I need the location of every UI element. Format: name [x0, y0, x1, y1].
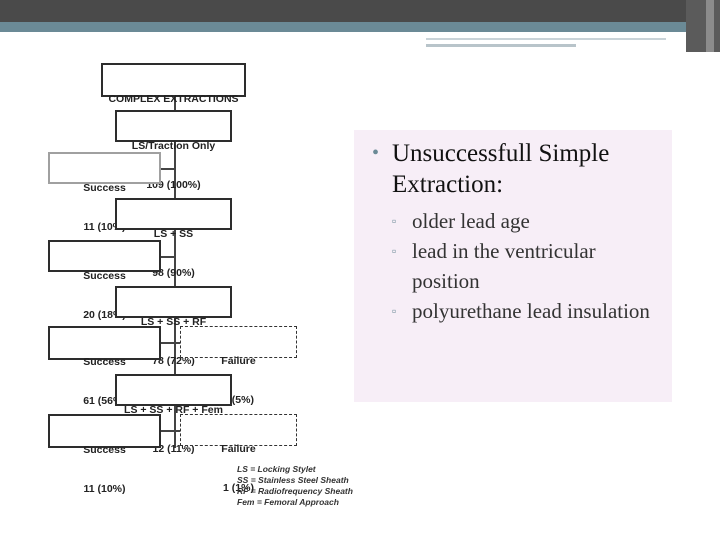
square-bullet-icon: ▫ — [392, 304, 397, 318]
node-count: 1 (1%) — [223, 482, 254, 494]
node-title: Failure — [221, 443, 256, 455]
square-bullet-icon: ▫ — [392, 214, 397, 228]
node-title: Success — [83, 356, 126, 368]
legend-item: RF = Radiofrequency Sheath — [237, 486, 353, 496]
corner-block — [686, 0, 720, 52]
node-title: Success — [83, 444, 126, 456]
node-count: 12 (11%) — [152, 443, 195, 455]
node-ls-ss-rf-fem: LS + SS + RF + Fem 12 (11%) — [115, 374, 232, 455]
sub-bullet-text: lead in the ventricular position — [412, 239, 596, 293]
node-success-2: Success 20 (18%) — [48, 240, 161, 321]
connector — [160, 168, 176, 170]
node-title: LS + SS + RF + Fem — [124, 404, 223, 416]
connector — [174, 404, 176, 448]
bullet-heading: Unsuccessfull Simple Extraction: — [392, 140, 610, 198]
node-success-3: Success 61 (56%) — [48, 326, 161, 407]
connector — [174, 96, 176, 110]
node-ls-traction: LS/Traction Only 109 (100%) — [115, 110, 232, 191]
sub-bullet: ▫ polyurethane lead insulation — [392, 296, 658, 326]
node-title: COMPLEX EXTRACTIONS — [108, 93, 239, 105]
node-title: LS + SS + RF — [140, 316, 207, 328]
legend-item: LS = Locking Stylet — [237, 464, 316, 474]
legend-item: SS = Stainless Steel Sheath — [237, 475, 349, 485]
connector — [174, 316, 176, 374]
node-title: Success — [83, 270, 126, 282]
sub-bullet: ▫ lead in the ventricular position — [392, 236, 658, 296]
legend-item: Fem = Femoral Approach — [237, 497, 339, 507]
node-title: Failure — [221, 355, 256, 367]
sub-bullet-text: older lead age — [412, 209, 530, 233]
flowchart-legend: LS = Locking Stylet SS = Stainless Steel… — [237, 464, 353, 508]
node-title: Success — [83, 182, 126, 194]
node-title: LS/Traction Only — [131, 140, 216, 152]
node-count: 98 (90%) — [152, 267, 195, 279]
bullet-icon: • — [372, 142, 380, 164]
node-failure-1: Failure 5 (5%) — [180, 326, 297, 406]
node-count: 78 (72%) — [152, 355, 195, 367]
text-panel: • Unsuccessfull Simple Extraction: ▫ old… — [354, 130, 672, 402]
node-ls-ss: LS + SS 98 (90%) — [115, 198, 232, 279]
connector — [160, 430, 180, 432]
sub-bullet: ▫ older lead age — [392, 206, 658, 236]
sub-bullet-text: polyurethane lead insulation — [412, 299, 650, 323]
node-complex-extractions: COMPLEX EXTRACTIONS 109 leads — [101, 63, 246, 144]
node-title: LS + SS — [153, 228, 194, 240]
decorative-line-short — [426, 44, 576, 47]
node-success-4: Success 11 (10%) — [48, 414, 161, 495]
decorative-line — [426, 38, 666, 40]
top-bar — [0, 0, 720, 22]
main-bullet: • Unsuccessfull Simple Extraction: — [368, 138, 658, 200]
node-failure-2: Failure 1 (1%) — [180, 414, 297, 494]
node-count: 11 (10%) — [83, 483, 126, 495]
sub-bullet-list: ▫ older lead age ▫ lead in the ventricul… — [368, 206, 658, 326]
node-ls-ss-rf: LS + SS + RF 78 (72%) — [115, 286, 232, 367]
node-success-1: Success 11 (10%) — [48, 152, 161, 233]
square-bullet-icon: ▫ — [392, 244, 397, 258]
corner-stripe — [706, 0, 714, 52]
connector — [160, 342, 180, 344]
connector — [174, 229, 176, 287]
top-accent-bar — [0, 22, 700, 32]
connector — [160, 256, 176, 258]
